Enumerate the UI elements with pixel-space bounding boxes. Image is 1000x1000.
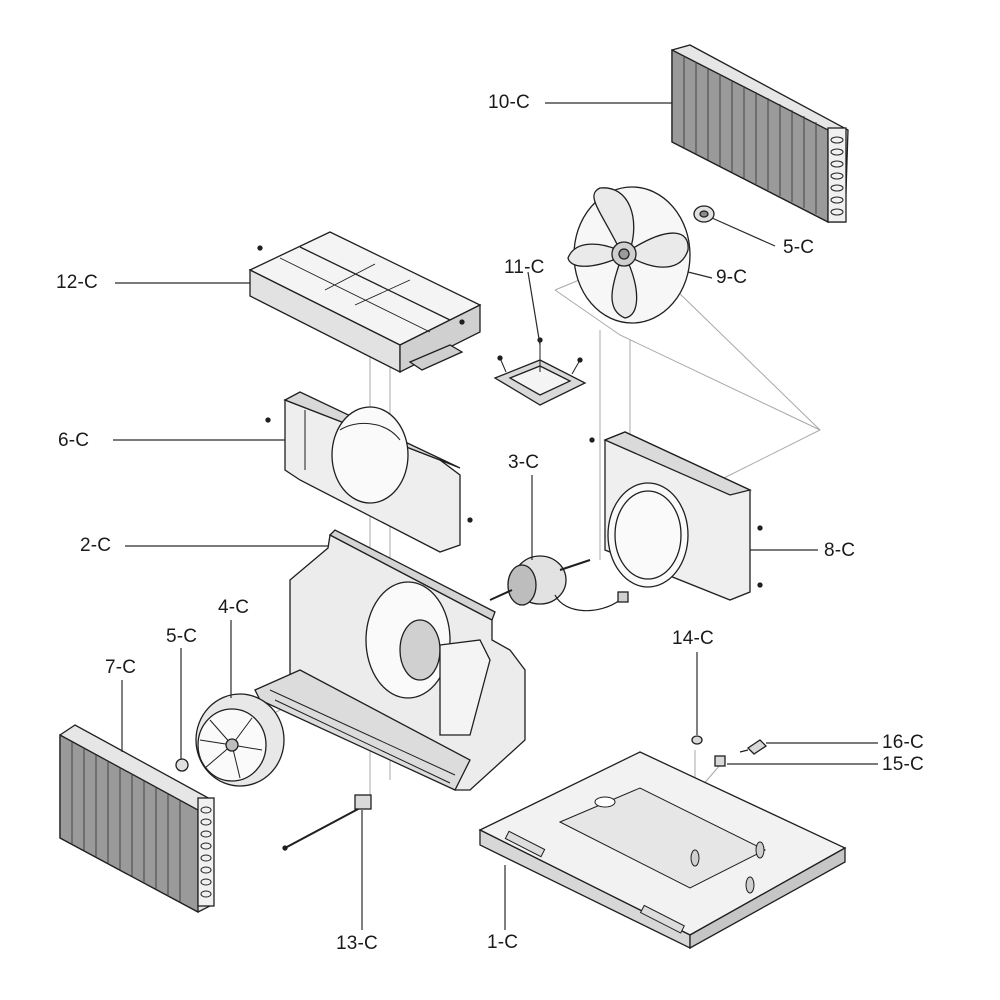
label-5-c-top: 5-C xyxy=(783,237,815,258)
label-9-c: 9-C xyxy=(716,267,748,288)
label-13-c: 13-C xyxy=(336,933,378,954)
fan-clip-top xyxy=(693,205,715,223)
label-12-c: 12-C xyxy=(56,272,98,293)
fan-clip-left xyxy=(175,758,189,772)
control-box-top xyxy=(248,231,482,374)
blower-wheel xyxy=(195,693,285,787)
label-15-c: 15-C xyxy=(882,754,924,775)
label-6-c: 6-C xyxy=(58,430,90,451)
condenser-coil-top xyxy=(671,44,849,224)
thermistor-sensor xyxy=(282,794,372,851)
small-fasteners xyxy=(691,735,768,767)
base-housing xyxy=(254,529,526,791)
label-14-c: 14-C xyxy=(672,628,714,649)
fan-motor xyxy=(489,555,629,612)
label-7-c: 7-C xyxy=(105,657,137,678)
motor-bracket xyxy=(493,337,587,406)
label-5-c-left: 5-C xyxy=(166,626,198,647)
label-3-c: 3-C xyxy=(508,452,540,473)
leader-lines xyxy=(113,102,878,930)
partition-panel xyxy=(265,391,473,553)
label-11-c: 11-C xyxy=(504,257,545,278)
evaporator-coil-left xyxy=(59,724,215,914)
label-16-c: 16-C xyxy=(882,732,924,753)
outdoor-shroud xyxy=(589,431,763,601)
label-1-c: 1-C xyxy=(487,932,519,953)
label-4-c: 4-C xyxy=(218,597,250,618)
outdoor-fan-blade xyxy=(567,186,691,324)
label-2-c: 2-C xyxy=(80,535,112,556)
label-10-c: 10-C xyxy=(488,92,530,113)
label-8-c: 8-C xyxy=(824,540,856,561)
base-pan xyxy=(478,751,847,950)
